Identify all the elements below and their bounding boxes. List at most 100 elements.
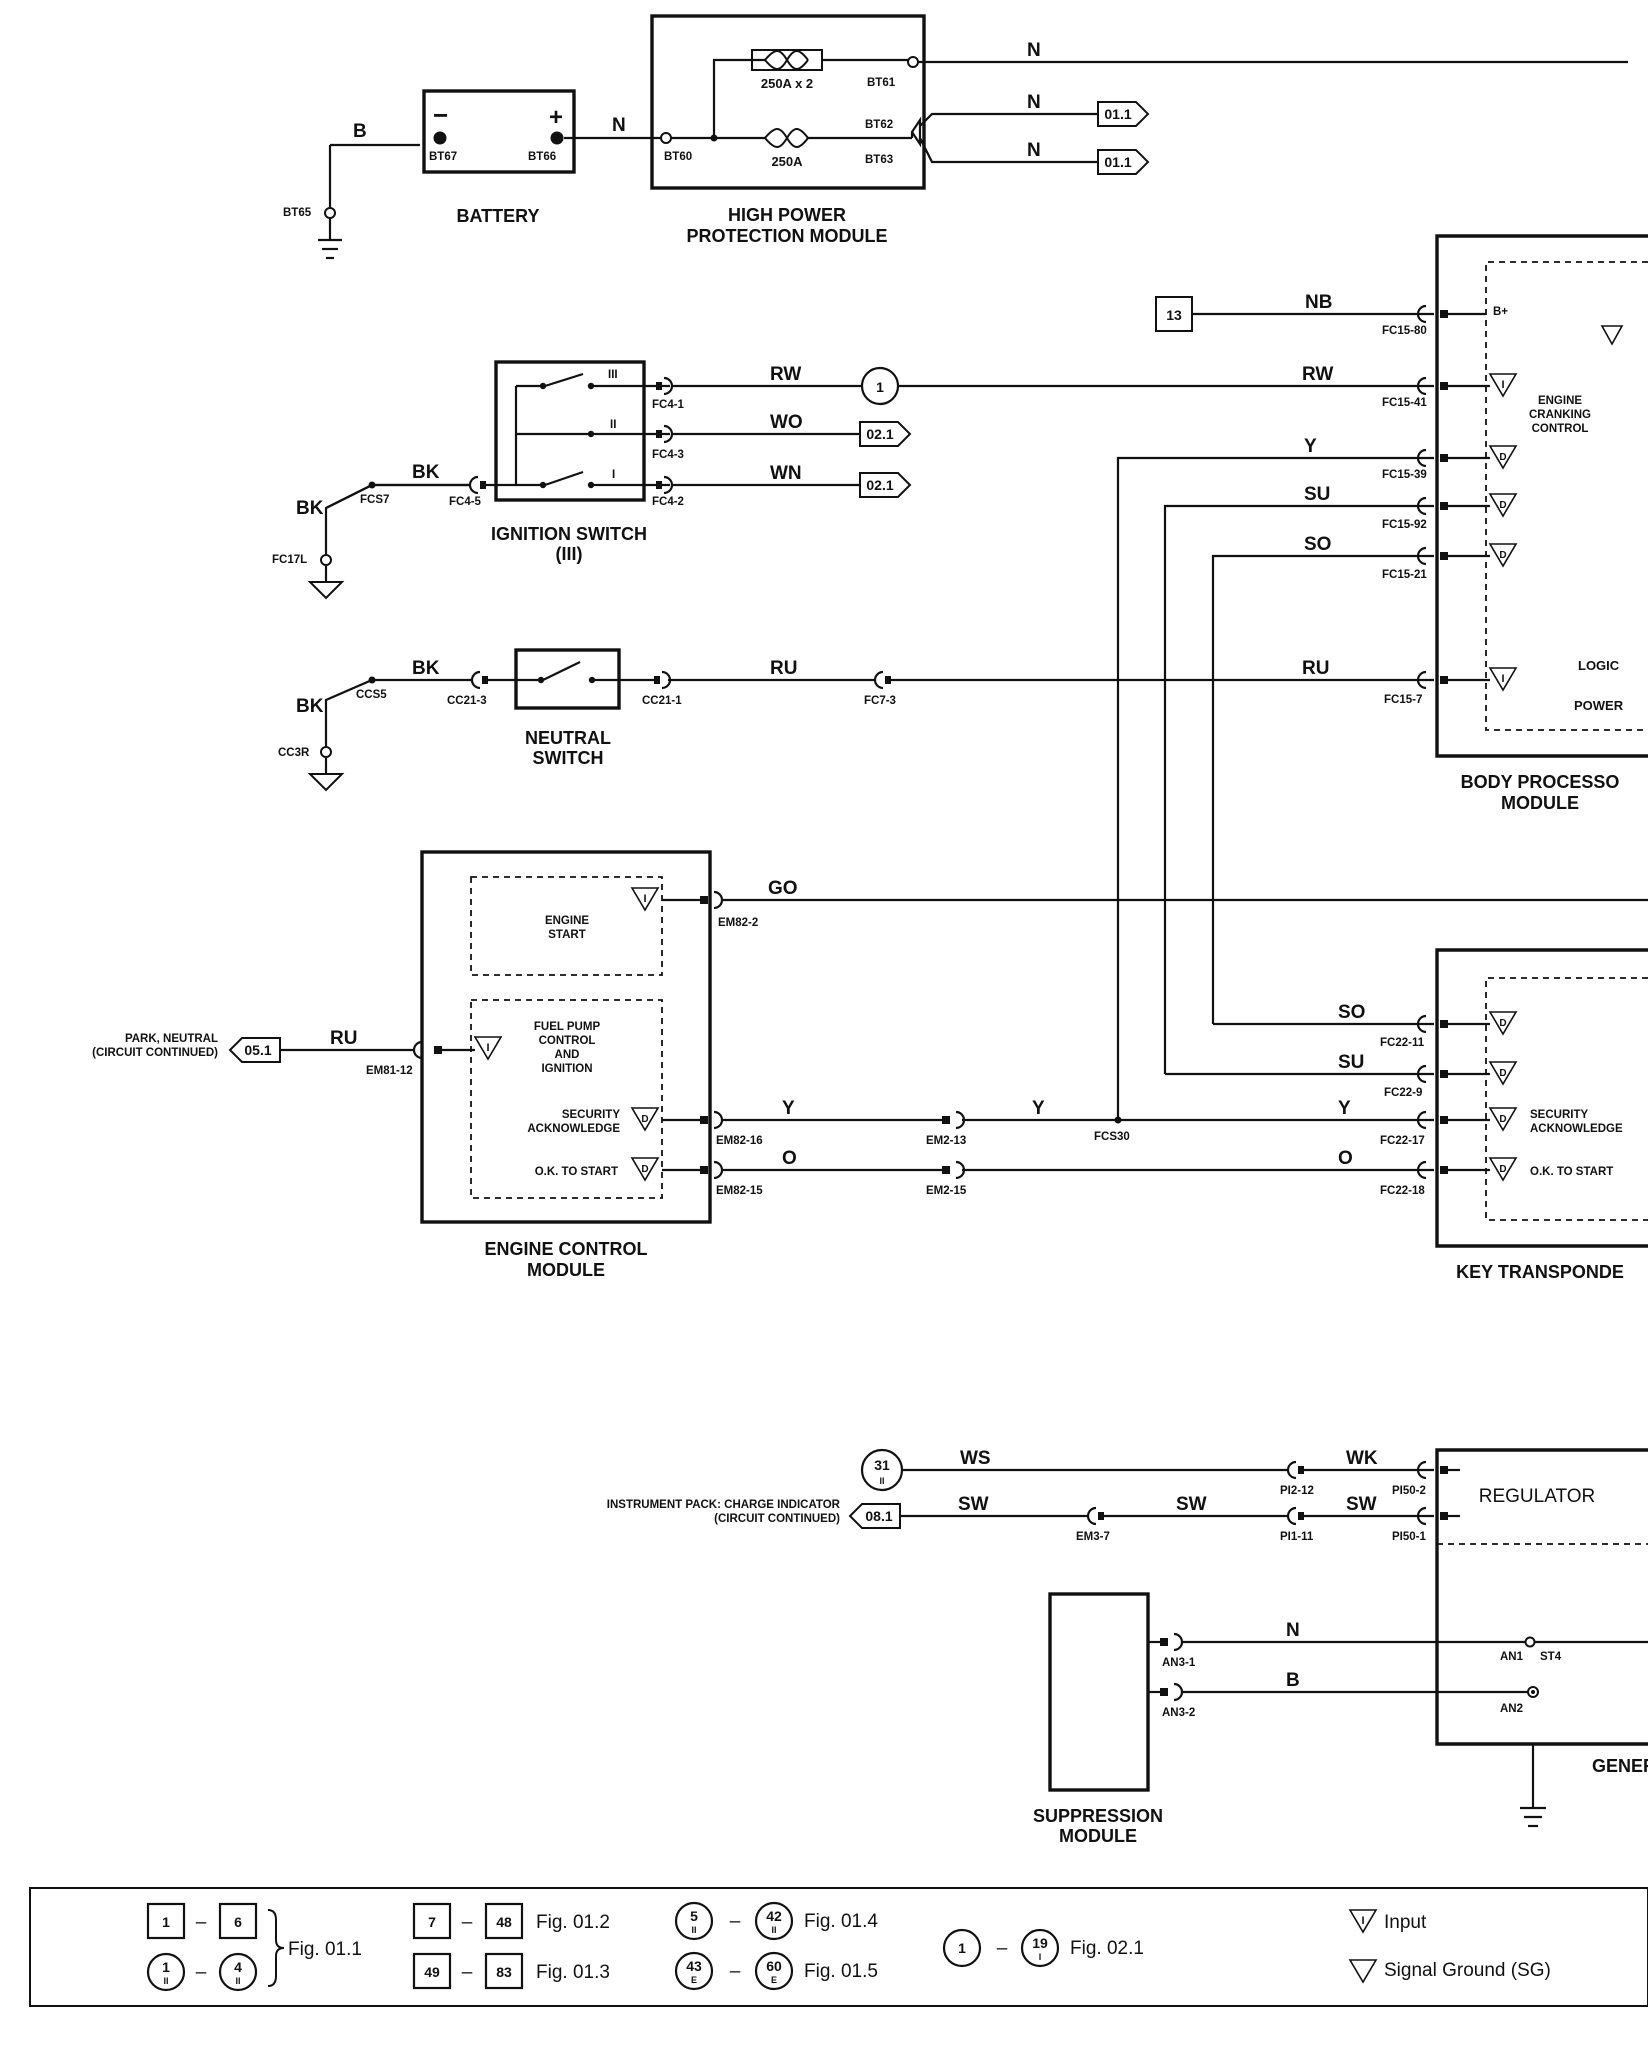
connector-label: CC21-1 [642, 695, 682, 707]
offpage-flag: 01.1 [1097, 149, 1150, 175]
signal-ground-symbol: D [1488, 1157, 1518, 1182]
svg-text:43: 43 [686, 1958, 702, 1974]
signal-ground-symbol: D [1488, 493, 1518, 518]
svg-text:42: 42 [766, 1908, 782, 1924]
connector-label: AN1 [1500, 1651, 1524, 1663]
svg-text:I: I [643, 893, 646, 905]
connector-label: CC21-3 [447, 695, 487, 707]
legend-circle [146, 1952, 186, 1992]
wire-label: N [1027, 140, 1041, 161]
ecm-fuel-pump-label: CONTROL [539, 1035, 596, 1047]
legend-dash: – [997, 1938, 1008, 1959]
body-processor-module: ENGINE CRANKING CONTROL LOGIC POWER B+ B… [1435, 234, 1648, 813]
connector-label: BT65 [283, 207, 312, 219]
bpm-power-label: POWER [1574, 698, 1624, 713]
connector-label: FC15-39 [1382, 469, 1427, 481]
battery-circuit: B BT65 − + BT67 BT66 BATTERY N BT60 [283, 14, 1628, 260]
wire-label: O [782, 1148, 797, 1169]
legend-fig-label: Fig. 01.4 [804, 1911, 878, 1932]
ground-symbol [307, 581, 345, 600]
ignition-switch-label-2: (III) [556, 544, 583, 564]
switch-pos-label: III [608, 369, 618, 381]
battery-pos-sign: + [549, 104, 563, 131]
svg-text:II: II [163, 1976, 168, 1986]
ecm-label-1: ENGINE CONTROL [484, 1239, 647, 1259]
svg-text:05.1: 05.1 [244, 1042, 271, 1058]
ground-symbol [1520, 1806, 1546, 1828]
signal-ground-symbol: D [1488, 445, 1518, 470]
legend-box [218, 1902, 258, 1940]
ecm-engine-start-label: ENGINE [545, 915, 589, 927]
legend-box [484, 1952, 524, 1990]
connector-label: PI50-2 [1392, 1485, 1426, 1497]
wire-label: N [612, 115, 626, 136]
ecm-ok-start-label: O.K. TO START [535, 1166, 618, 1178]
wire-label: Y [1304, 436, 1317, 457]
signal-ground-symbol: D [1488, 1107, 1518, 1132]
connector-label: EM82-2 [718, 917, 758, 929]
park-note: PARK, NEUTRAL [125, 1033, 218, 1045]
ground-symbol [307, 773, 345, 792]
legend-box-number: 1 [162, 1914, 170, 1930]
ecm-sec-ack-label: SECURITY [562, 1109, 620, 1121]
legend-circle [754, 1901, 794, 1941]
bpm-label-2: MODULE [1501, 793, 1579, 813]
bpm-pins: I D D D I [1416, 304, 1518, 692]
legend-fig-label: Fig. 01.2 [536, 1912, 610, 1933]
generator-label: GENERA [1592, 1756, 1648, 1776]
wire-label: BK [412, 462, 440, 483]
connector-label: FC15-80 [1382, 325, 1427, 337]
svg-text:01.1: 01.1 [1104, 154, 1131, 170]
wire-label: N [1027, 92, 1041, 113]
bpm-logic-label: LOGIC [1578, 658, 1620, 673]
ground-connector [324, 207, 336, 219]
wire-label: SO [1338, 1002, 1365, 1023]
connector-label: BT63 [865, 154, 893, 166]
connector-label: AN3-2 [1162, 1707, 1195, 1719]
ecm-fuel-pump-label: IGNITION [541, 1063, 592, 1075]
bpm-label-1: BODY PROCESSO [1461, 772, 1620, 792]
fig-ref-number: 1 [876, 379, 884, 395]
svg-text:I: I [1501, 673, 1504, 685]
legend-circle [754, 1951, 794, 1991]
svg-text:D: D [1499, 550, 1506, 561]
wire-label: BK [296, 696, 324, 717]
svg-text:01.1: 01.1 [1104, 106, 1131, 122]
wire-label: SW [1176, 1494, 1207, 1515]
bpm-signal-wires: Y FC15-39 SU FC15-92 SO FC15-21 [1116, 436, 1434, 1120]
connector-label: AN3-1 [1162, 1657, 1196, 1669]
connector-label: BT61 [867, 77, 896, 89]
connector-label: EM81-12 [366, 1065, 413, 1077]
wire-label: O [1338, 1148, 1353, 1169]
svg-text:I: I [486, 1042, 489, 1054]
connector-label: FC15-21 [1382, 569, 1427, 581]
connector-label: FC15-92 [1382, 519, 1427, 531]
legend-signal-ground-symbol [1348, 1959, 1378, 1984]
connector-label: FC22-18 [1380, 1185, 1425, 1197]
legend-input-symbol: I [1348, 1909, 1378, 1934]
wire-label: Y [782, 1098, 795, 1119]
wire-label: B [353, 121, 367, 142]
battery-label: BATTERY [457, 206, 540, 226]
switch-pos-label: I [612, 469, 615, 481]
wire-label: Y [1032, 1098, 1045, 1119]
legend-circle [218, 1952, 258, 1992]
legend-dash: – [196, 1912, 207, 1933]
ecm-label-2: MODULE [527, 1260, 605, 1280]
connector-label: EM82-15 [716, 1185, 763, 1197]
legend-box [412, 1902, 452, 1940]
fuse-250a [764, 128, 809, 148]
wire-label: N [1027, 40, 1041, 61]
connector-label: FC4-2 [652, 496, 684, 508]
svg-text:7: 7 [428, 1914, 436, 1930]
legend-circle [674, 1951, 714, 1991]
legend-fig-label: Fig. 01.5 [804, 1961, 878, 1982]
legend-fig-label: Fig. 01.1 [288, 1939, 362, 1960]
legend-fig-label: Fig. 01.3 [536, 1962, 610, 1983]
wire-label: B [1286, 1670, 1300, 1691]
generator-circuit: REGULATOR GENERA 31 II WS PI2-12 WK PI50… [607, 1448, 1648, 1846]
wire-label: RW [770, 364, 801, 385]
neutral-switch-label-1: NEUTRAL [525, 728, 611, 748]
svg-text:1: 1 [162, 1959, 170, 1975]
key-transponder-module: KEY TRANSPONDE SECURITY ACKNOWLEDGE O.K.… [1165, 948, 1648, 1282]
